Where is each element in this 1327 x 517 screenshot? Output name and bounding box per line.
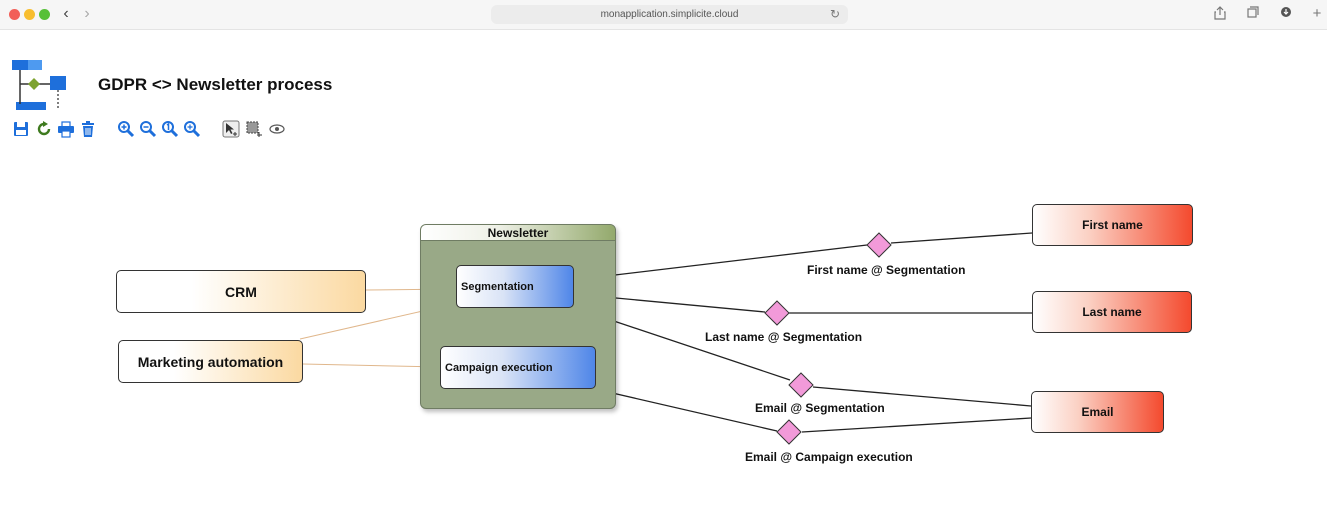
zoom-in-icon[interactable] — [117, 120, 135, 138]
system-node-label: CRM — [225, 283, 257, 300]
maximize-window-button[interactable] — [39, 9, 50, 20]
link-label: Last name @ Segmentation — [705, 330, 863, 344]
browser-toolbar: ‹ › monapplication.simplicite.cloud ↻ + — [0, 0, 1327, 30]
process-node-label: Campaign execution — [445, 361, 553, 374]
lasso-icon[interactable] — [245, 120, 263, 138]
system-node-label: Marketing automation — [137, 353, 284, 370]
link-diamond-last-name-segmentation[interactable] — [764, 300, 790, 326]
page-title: GDPR <> Newsletter process — [98, 75, 333, 94]
refresh-icon[interactable] — [35, 120, 53, 138]
close-window-button[interactable] — [9, 9, 20, 20]
attribute-node-email[interactable]: Email — [1031, 391, 1164, 433]
link-label: Email @ Campaign execution — [745, 450, 913, 464]
process-node-campaign-execution[interactable]: Campaign execution — [440, 346, 596, 389]
back-icon[interactable]: ‹ — [63, 5, 69, 22]
save-icon[interactable] — [12, 120, 30, 138]
zoom-out-icon[interactable] — [139, 120, 157, 138]
process-group-title: Newsletter — [421, 225, 615, 241]
process-logo — [12, 60, 66, 110]
process-node-segmentation[interactable]: Segmentation — [456, 265, 574, 308]
select-icon[interactable] — [222, 120, 240, 138]
link-diamond-email-campaign-execution[interactable] — [776, 419, 802, 445]
address-bar[interactable]: monapplication.simplicite.cloud ↻ — [491, 5, 848, 24]
attribute-node-label: Last name — [1082, 305, 1142, 319]
new-tab-icon[interactable]: + — [1312, 5, 1322, 22]
preview-icon[interactable] — [268, 120, 286, 138]
attribute-node-last-name[interactable]: Last name — [1032, 291, 1192, 333]
print-icon[interactable] — [57, 120, 75, 138]
forward-icon[interactable]: › — [84, 5, 90, 22]
link-diamond-first-name-segmentation[interactable] — [866, 232, 892, 258]
link-label: Email @ Segmentation — [755, 401, 885, 415]
share-icon[interactable] — [1212, 6, 1228, 22]
attribute-node-first-name[interactable]: First name — [1032, 204, 1193, 246]
delete-icon[interactable] — [79, 120, 97, 138]
link-diamond-email-segmentation[interactable] — [788, 372, 814, 398]
system-node-marketing-automation[interactable]: Marketing automation — [118, 340, 303, 383]
minimize-window-button[interactable] — [24, 9, 35, 20]
attribute-node-label: First name — [1082, 218, 1143, 232]
zoom-reset-icon[interactable] — [161, 120, 179, 138]
zoom-fit-icon[interactable] — [183, 120, 201, 138]
link-label: First name @ Segmentation — [807, 263, 966, 277]
extension-icon[interactable] — [1278, 6, 1294, 22]
reload-icon[interactable]: ↻ — [830, 7, 841, 21]
attribute-node-label: Email — [1081, 405, 1114, 419]
system-node-crm[interactable]: CRM — [116, 270, 366, 313]
process-node-label: Segmentation — [461, 280, 534, 293]
url-text: monapplication.simplicite.cloud — [600, 9, 739, 20]
tabs-icon[interactable] — [1245, 6, 1261, 22]
